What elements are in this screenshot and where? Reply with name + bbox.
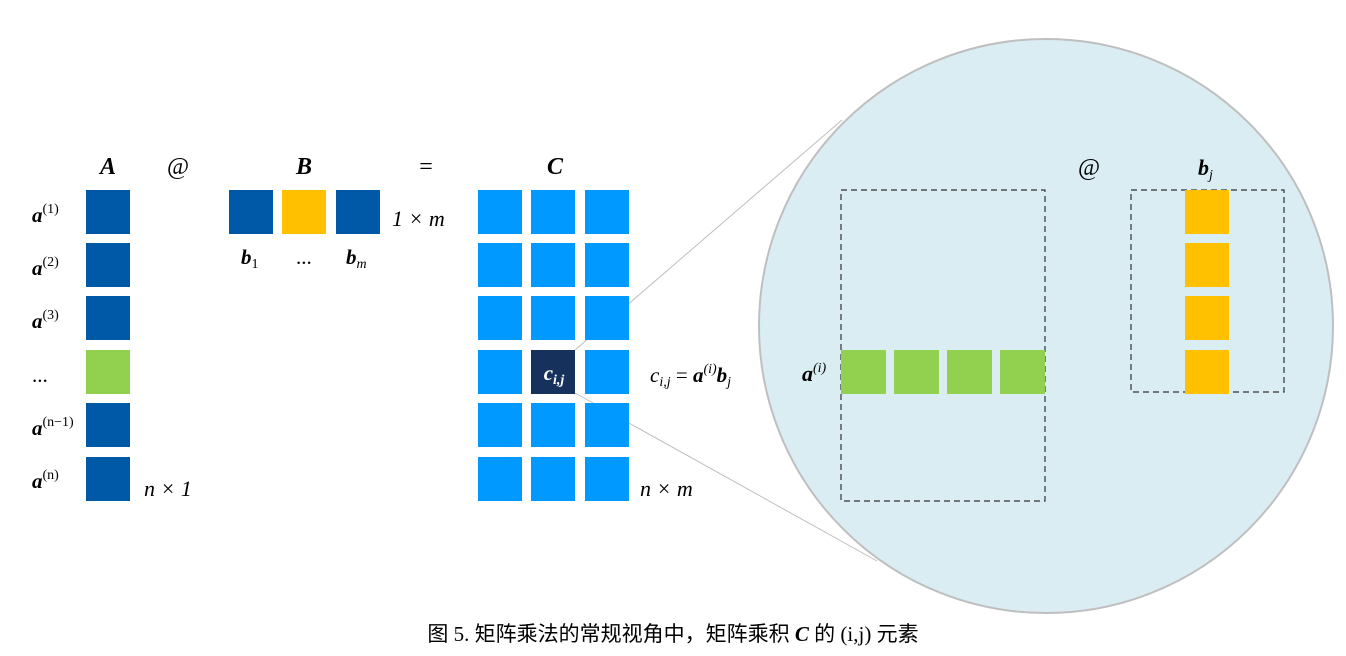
zoom-a-row-block-4 [1000,350,1045,394]
c-cell [478,457,522,501]
zoom-label-at: @ [1078,155,1100,181]
c-cell [531,457,575,501]
caption-prefix: 图 5. 矩阵乘法的常规视角中，矩阵乘积 [427,622,795,646]
c-cell-highlight [531,350,575,394]
a-block-3 [86,296,130,340]
zoom-label-ai: a(i) [802,361,827,386]
b-block-highlight [282,190,326,234]
c-cell [478,190,522,234]
a-block-highlight [86,350,130,394]
b-block-3 [336,190,380,234]
c-cell [585,190,629,234]
caption-bold-C: C [794,622,809,646]
c-cell [531,403,575,447]
element-formula: ci,j = a(i)bj [650,362,731,390]
c-cell [478,403,522,447]
caption-suffix: 的 (i,j) 元素 [808,622,919,646]
c-shape-label: n × m [640,476,693,501]
c-cell [531,243,575,287]
zoom-circle [758,38,1334,614]
c-cell [585,243,629,287]
a-row-label-3: a(3) [32,308,59,333]
b-col-label-ellipsis: ... [296,245,312,269]
b-col-label-1: b1 [241,245,259,272]
label-at-1: @ [167,154,189,180]
a-block-5 [86,403,130,447]
a-row-label-2: a(2) [32,255,59,280]
zoom-a-row-block-3 [947,350,992,394]
label-A: A [98,154,116,180]
b-block-1 [229,190,273,234]
a-block-6 [86,457,130,501]
a-row-label-6: a(n) [32,468,59,493]
c-cell [478,243,522,287]
c-cell [585,296,629,340]
a-block-1 [86,190,130,234]
b-shape-label: 1 × m [392,206,445,231]
c-cell [585,403,629,447]
c-cell-label: ci,j [544,361,565,388]
zoom-a-row-block-1 [841,350,886,394]
zoom-b-col-block-1 [1185,190,1229,234]
label-equals: = [419,154,433,180]
a-block-2 [86,243,130,287]
zoom-a-dashed-box [840,189,1046,502]
c-cell [531,296,575,340]
c-cell [478,350,522,394]
figure-caption: 图 5. 矩阵乘法的常规视角中，矩阵乘积 C 的 (i,j) 元素 [0,618,1346,648]
c-cell [585,457,629,501]
label-C: C [547,154,564,180]
c-cell [585,350,629,394]
a-shape-label: n × 1 [144,476,192,501]
b-col-label-m: bm [346,245,367,272]
a-row-label-ellipsis: ... [32,363,48,387]
zoom-a-row-block-2 [894,350,939,394]
a-row-label-1: a(1) [32,202,59,227]
zoom-b-col-block-2 [1185,243,1229,287]
c-cell [531,190,575,234]
label-B: B [295,154,312,180]
a-row-label-5: a(n−1) [32,415,74,440]
zoom-b-col-block-3 [1185,296,1229,340]
c-matrix-grid [478,190,629,501]
zoom-b-col-block-4 [1185,350,1229,394]
zoom-label-bj: bj [1198,155,1213,183]
c-cell [478,296,522,340]
